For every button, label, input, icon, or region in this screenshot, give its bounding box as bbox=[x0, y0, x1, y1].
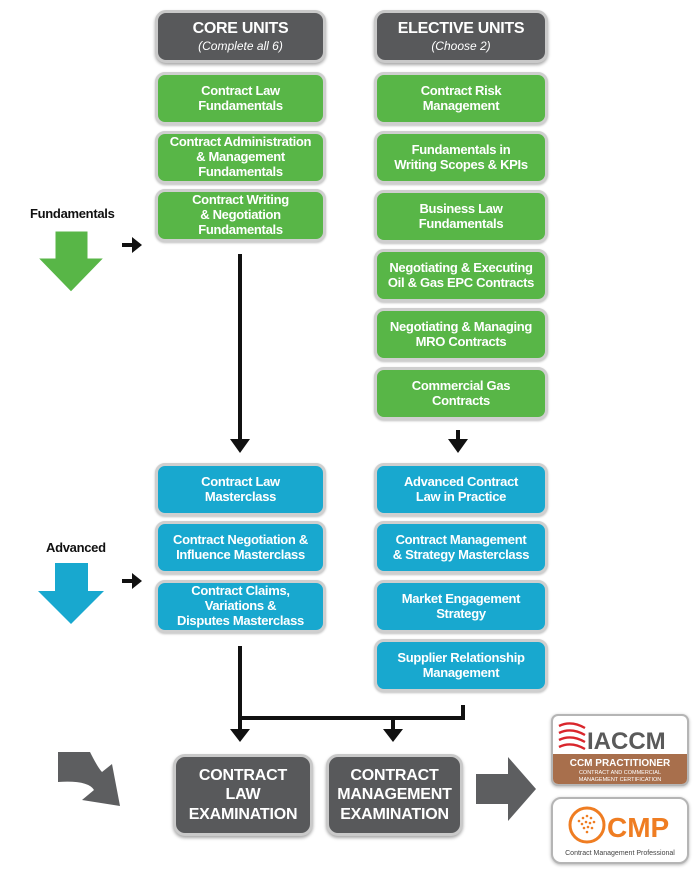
iaccm-line1: CONTRACT AND COMMERCIAL bbox=[579, 770, 661, 776]
fundamentals-label: Fundamentals bbox=[30, 206, 115, 221]
core-units-title: CORE UNITS bbox=[192, 19, 289, 37]
iaccm-level: CCM PRACTITIONER bbox=[570, 758, 671, 769]
unit-contract-law-masterclass: Contract Law Masterclass bbox=[155, 463, 326, 516]
unit-oil-gas-epc-contracts: Negotiating & Executing Oil & Gas EPC Co… bbox=[374, 249, 548, 302]
fundamentals-down-arrow-icon bbox=[36, 230, 106, 293]
iaccm-logo: IACCM CCM PRACTITIONER CONTRACT AND COMM… bbox=[551, 714, 689, 786]
exam-curved-arrow-icon bbox=[58, 752, 120, 806]
elective-to-advanced-arrow-icon bbox=[448, 430, 468, 453]
unit-contract-writing-negotiation-fundamentals: Contract Writing & Negotiation Fundament… bbox=[155, 189, 326, 242]
unit-writing-scopes-kpis: Fundamentals in Writing Scopes & KPIs bbox=[374, 131, 548, 184]
iaccm-line2: MANAGEMENT CERTIFICATION bbox=[579, 777, 662, 783]
advanced-right-arrow-icon bbox=[122, 573, 142, 589]
elective-units-subtitle: (Choose 2) bbox=[431, 38, 491, 53]
unit-contract-negotiation-masterclass: Contract Negotiation & Influence Masterc… bbox=[155, 521, 326, 574]
certification-right-arrow-icon bbox=[476, 757, 536, 821]
advanced-label: Advanced bbox=[46, 540, 106, 555]
unit-contract-administration-fundamentals: Contract Administration & Management Fun… bbox=[155, 131, 326, 184]
core-to-exam-arrow-icon bbox=[230, 646, 250, 742]
contract-management-examination: CONTRACT MANAGEMENT EXAMINATION bbox=[326, 754, 463, 836]
unit-commercial-gas-contracts: Commercial Gas Contracts bbox=[374, 367, 548, 420]
unit-contract-risk-management: Contract Risk Management bbox=[374, 72, 548, 125]
iaccm-logo-graphic: IACCM CCM PRACTITIONER CONTRACT AND COMM… bbox=[553, 722, 687, 784]
unit-contract-claims-masterclass: Contract Claims, Variations & Disputes M… bbox=[155, 580, 326, 633]
elective-units-header: ELECTIVE UNITS (Choose 2) bbox=[374, 10, 548, 63]
elective-to-exam-arrow-icon bbox=[240, 705, 465, 742]
unit-business-law-fundamentals: Business Law Fundamentals bbox=[374, 190, 548, 243]
unit-mro-contracts: Negotiating & Managing MRO Contracts bbox=[374, 308, 548, 361]
elective-units-title: ELECTIVE UNITS bbox=[397, 19, 525, 37]
cmp-logo-graphic: CMP Contract Management Professional bbox=[565, 806, 675, 857]
cmp-logo: CMP Contract Management Professional bbox=[551, 797, 689, 864]
contract-law-examination: CONTRACT LAW EXAMINATION bbox=[173, 754, 313, 836]
unit-market-engagement-strategy: Market Engagement Strategy bbox=[374, 580, 548, 633]
core-to-advanced-arrow-icon bbox=[230, 254, 250, 453]
core-units-header: CORE UNITS (Complete all 6) bbox=[155, 10, 326, 63]
iaccm-name: IACCM bbox=[587, 728, 666, 755]
core-units-subtitle: (Complete all 6) bbox=[198, 38, 283, 53]
fundamentals-right-arrow-icon bbox=[122, 237, 142, 253]
unit-advanced-contract-law-in-practice: Advanced Contract Law in Practice bbox=[374, 463, 548, 516]
cmp-caption: Contract Management Professional bbox=[565, 850, 675, 857]
unit-contract-management-strategy-masterclass: Contract Management & Strategy Mastercla… bbox=[374, 521, 548, 574]
advanced-down-arrow-icon bbox=[38, 563, 104, 624]
unit-contract-law-fundamentals: Contract Law Fundamentals bbox=[155, 72, 326, 125]
cmp-name: CMP bbox=[607, 812, 669, 843]
unit-supplier-relationship-management: Supplier Relationship Management bbox=[374, 639, 548, 692]
